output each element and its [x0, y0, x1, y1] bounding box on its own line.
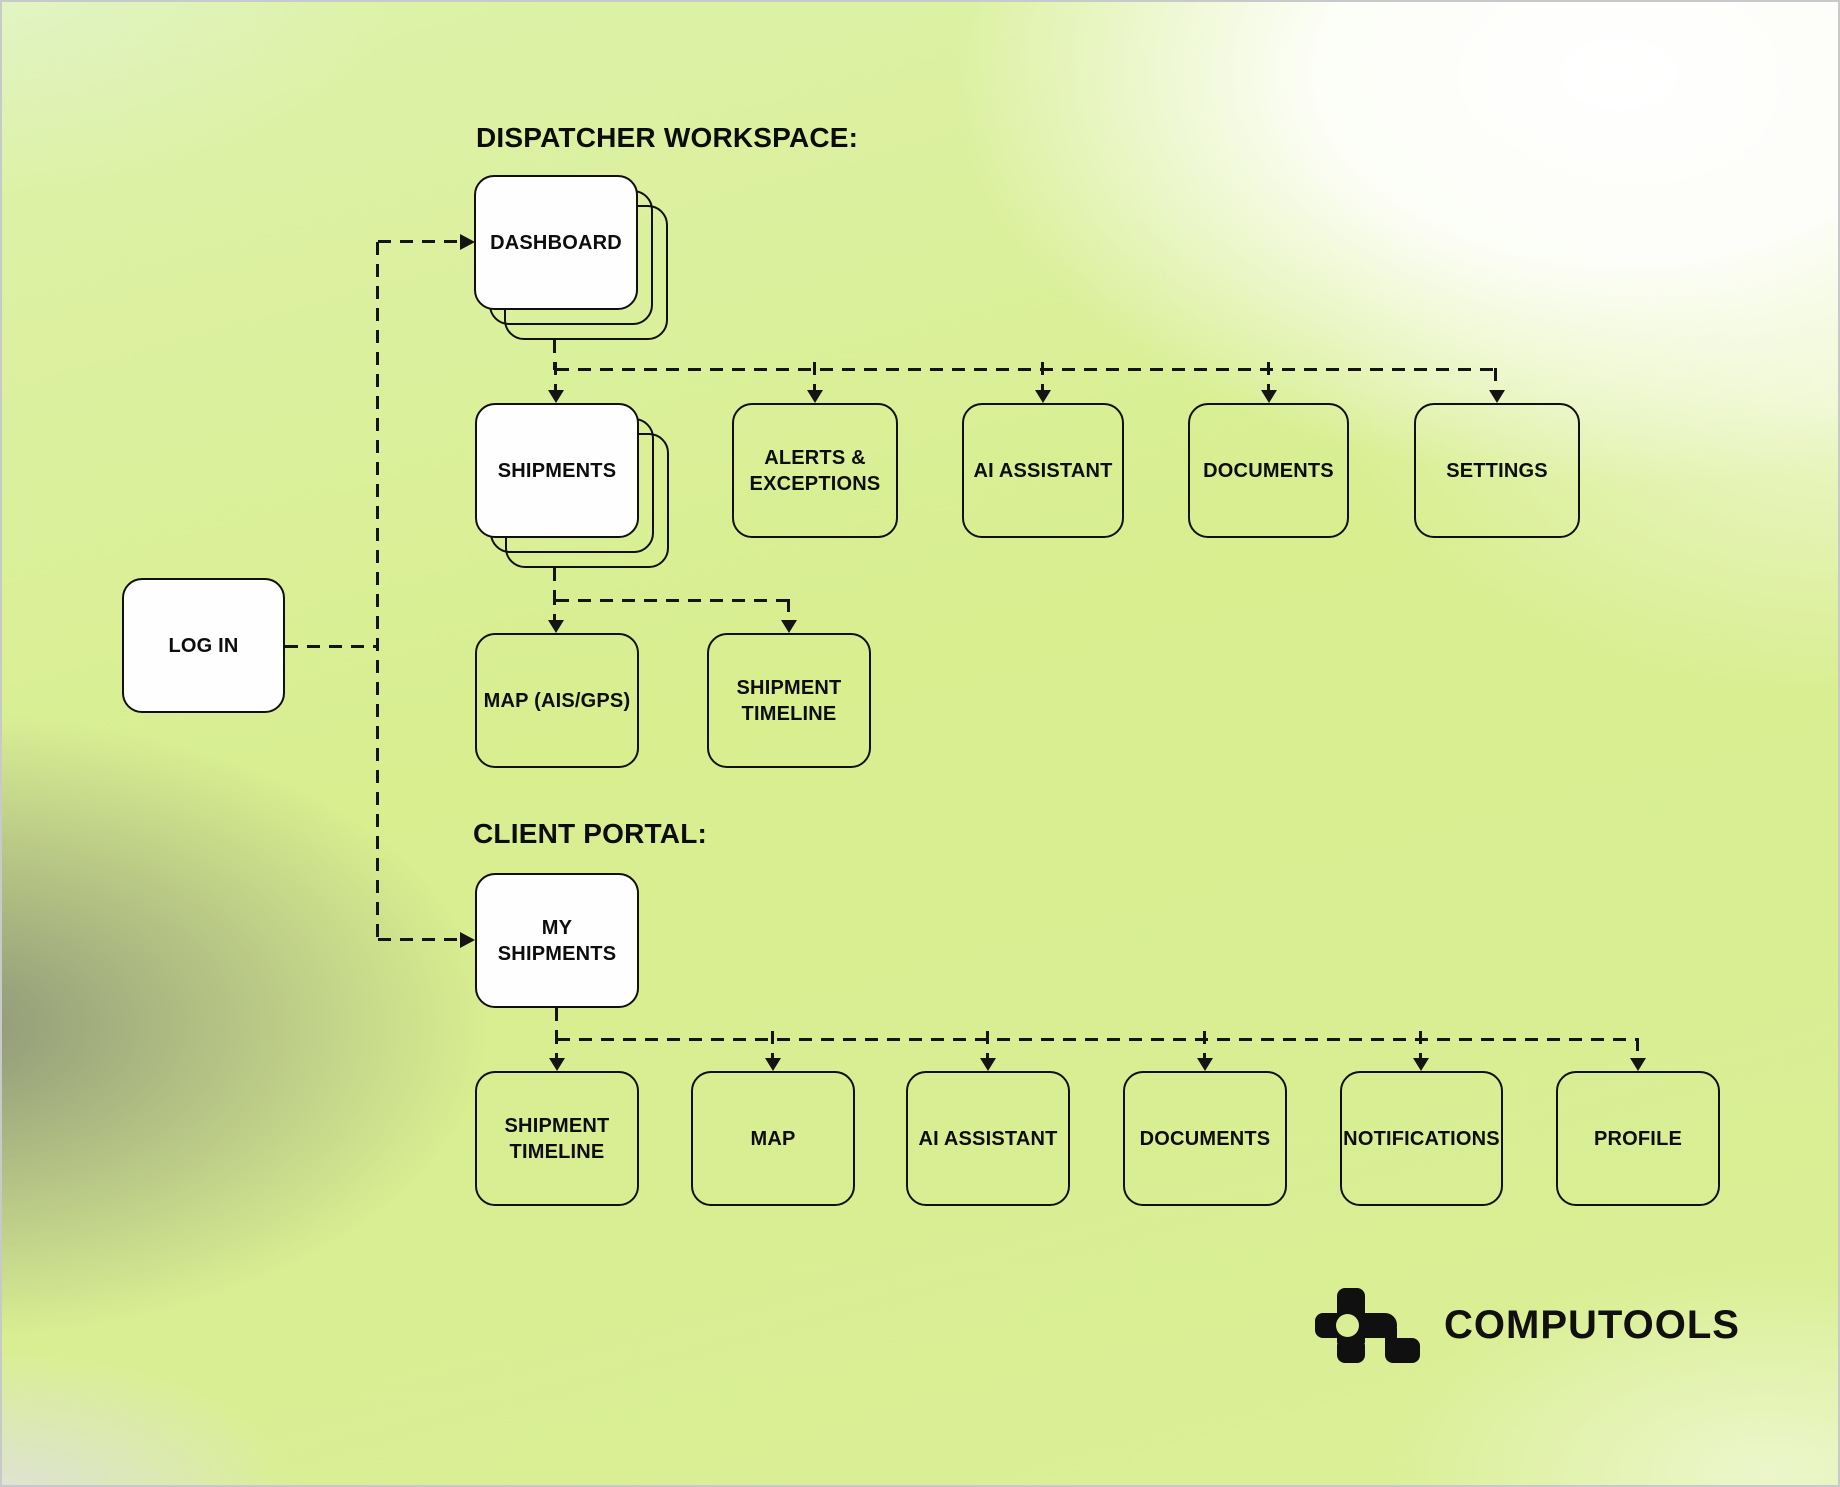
- node-shipments: SHIPMENTS: [475, 403, 639, 538]
- connector-drop-notifications: [1419, 1031, 1422, 1058]
- node-documents-client: DOCUMENTS: [1123, 1071, 1287, 1206]
- connector-drop-map-dispatcher: [553, 592, 556, 620]
- connector-dashboard-stub: [553, 340, 556, 370]
- connector-drop-timeline-dispatcher: [787, 599, 790, 620]
- connector-row2-bus: [556, 368, 1497, 371]
- node-my-shipments-label: MY SHIPMENTS: [497, 916, 617, 965]
- connector-drop-documents-client: [1203, 1031, 1206, 1058]
- arrowhead-timeline-dispatcher: [781, 620, 797, 633]
- connector-trunk-dashboard: [378, 240, 460, 243]
- node-login-label: LOG IN: [168, 634, 239, 657]
- arrowhead-my-shipments: [460, 932, 475, 948]
- node-my-shipments: MY SHIPMENTS: [475, 873, 639, 1008]
- arrowhead-profile: [1630, 1058, 1646, 1071]
- computools-logo: COMPUTOOLS: [1315, 1288, 1740, 1363]
- connector-drop-timeline-client: [555, 1031, 558, 1058]
- dispatcher-workspace-title: DISPATCHER WORKSPACE:: [476, 122, 859, 153]
- node-notifications: NOTIFICATIONS: [1340, 1071, 1503, 1206]
- arrowhead-ai-client: [980, 1058, 996, 1071]
- client-portal-title: CLIENT PORTAL:: [473, 818, 708, 849]
- connector-shipments-stub: [553, 568, 556, 601]
- node-ai-assistant-client-label: AI ASSISTANT: [918, 1127, 1058, 1150]
- connector-drop-shipments: [554, 362, 557, 390]
- node-shipment-timeline-dispatcher-label: SHIPMENT TIMELINE: [736, 676, 842, 725]
- arrowhead-map-dispatcher: [548, 620, 564, 633]
- computools-logo-text: COMPUTOOLS: [1444, 1303, 1740, 1347]
- arrowhead-map-client: [765, 1058, 781, 1071]
- node-ai-assistant-dispatcher-label: AI ASSISTANT: [973, 459, 1113, 482]
- node-documents-dispatcher-label: DOCUMENTS: [1203, 459, 1334, 482]
- connector-row3-bus: [556, 599, 791, 602]
- node-map-client-label: MAP: [750, 1127, 796, 1150]
- computools-logo-icon: [1315, 1288, 1420, 1363]
- node-alerts-exceptions: ALERTS & EXCEPTIONS: [732, 403, 898, 538]
- connector-drop-ai-client: [986, 1031, 989, 1058]
- node-shipments-label: SHIPMENTS: [497, 459, 617, 482]
- arrowhead-alerts: [807, 390, 823, 403]
- arrowhead-documents-client: [1197, 1058, 1213, 1071]
- arrowhead-settings: [1489, 390, 1505, 403]
- node-shipment-timeline-client: SHIPMENT TIMELINE: [475, 1071, 639, 1206]
- node-map-ais-gps: MAP (AIS/GPS): [475, 633, 639, 768]
- node-login: LOG IN: [122, 578, 285, 713]
- connector-drop-ai-dispatcher: [1041, 362, 1044, 390]
- node-ai-assistant-client: AI ASSISTANT: [906, 1071, 1070, 1206]
- node-documents-client-label: DOCUMENTS: [1139, 1127, 1271, 1150]
- node-shipment-timeline-dispatcher: SHIPMENT TIMELINE: [707, 633, 871, 768]
- connector-login-trunk: [285, 645, 378, 648]
- connector-drop-alerts: [813, 362, 816, 390]
- node-profile-label: PROFILE: [1593, 1127, 1683, 1150]
- node-map-ais-gps-label: MAP (AIS/GPS): [483, 689, 631, 712]
- node-settings-label: SETTINGS: [1446, 459, 1548, 482]
- connector-drop-profile: [1636, 1038, 1639, 1058]
- node-dashboard-label: DASHBOARD: [490, 231, 622, 254]
- arrowhead-notifications: [1413, 1058, 1429, 1071]
- arrowhead-shipments: [548, 390, 564, 403]
- arrowhead-timeline-client: [549, 1058, 565, 1071]
- connector-trunk-my-shipments: [378, 938, 460, 941]
- node-profile: PROFILE: [1556, 1071, 1720, 1206]
- connector-row4-bus: [557, 1038, 1638, 1041]
- connector-trunk-vertical: [376, 242, 379, 940]
- connector-drop-documents-dispatcher: [1267, 362, 1270, 390]
- connector-drop-map-client: [771, 1031, 774, 1058]
- node-documents-dispatcher: DOCUMENTS: [1188, 403, 1349, 538]
- arrowhead-dashboard: [460, 234, 475, 250]
- node-ai-assistant-dispatcher: AI ASSISTANT: [962, 403, 1124, 538]
- node-shipment-timeline-client-label: SHIPMENT TIMELINE: [504, 1114, 610, 1163]
- connector-drop-settings: [1494, 368, 1497, 390]
- connector-my-shipments-stub: [555, 1008, 558, 1040]
- node-map-client: MAP: [691, 1071, 855, 1206]
- node-notifications-label: NOTIFICATIONS: [1343, 1127, 1500, 1150]
- node-settings: SETTINGS: [1414, 403, 1580, 538]
- node-dashboard: DASHBOARD: [474, 175, 638, 310]
- arrowhead-ai-dispatcher: [1035, 390, 1051, 403]
- arrowhead-documents-dispatcher: [1261, 390, 1277, 403]
- node-alerts-exceptions-label: ALERTS & EXCEPTIONS: [749, 446, 881, 495]
